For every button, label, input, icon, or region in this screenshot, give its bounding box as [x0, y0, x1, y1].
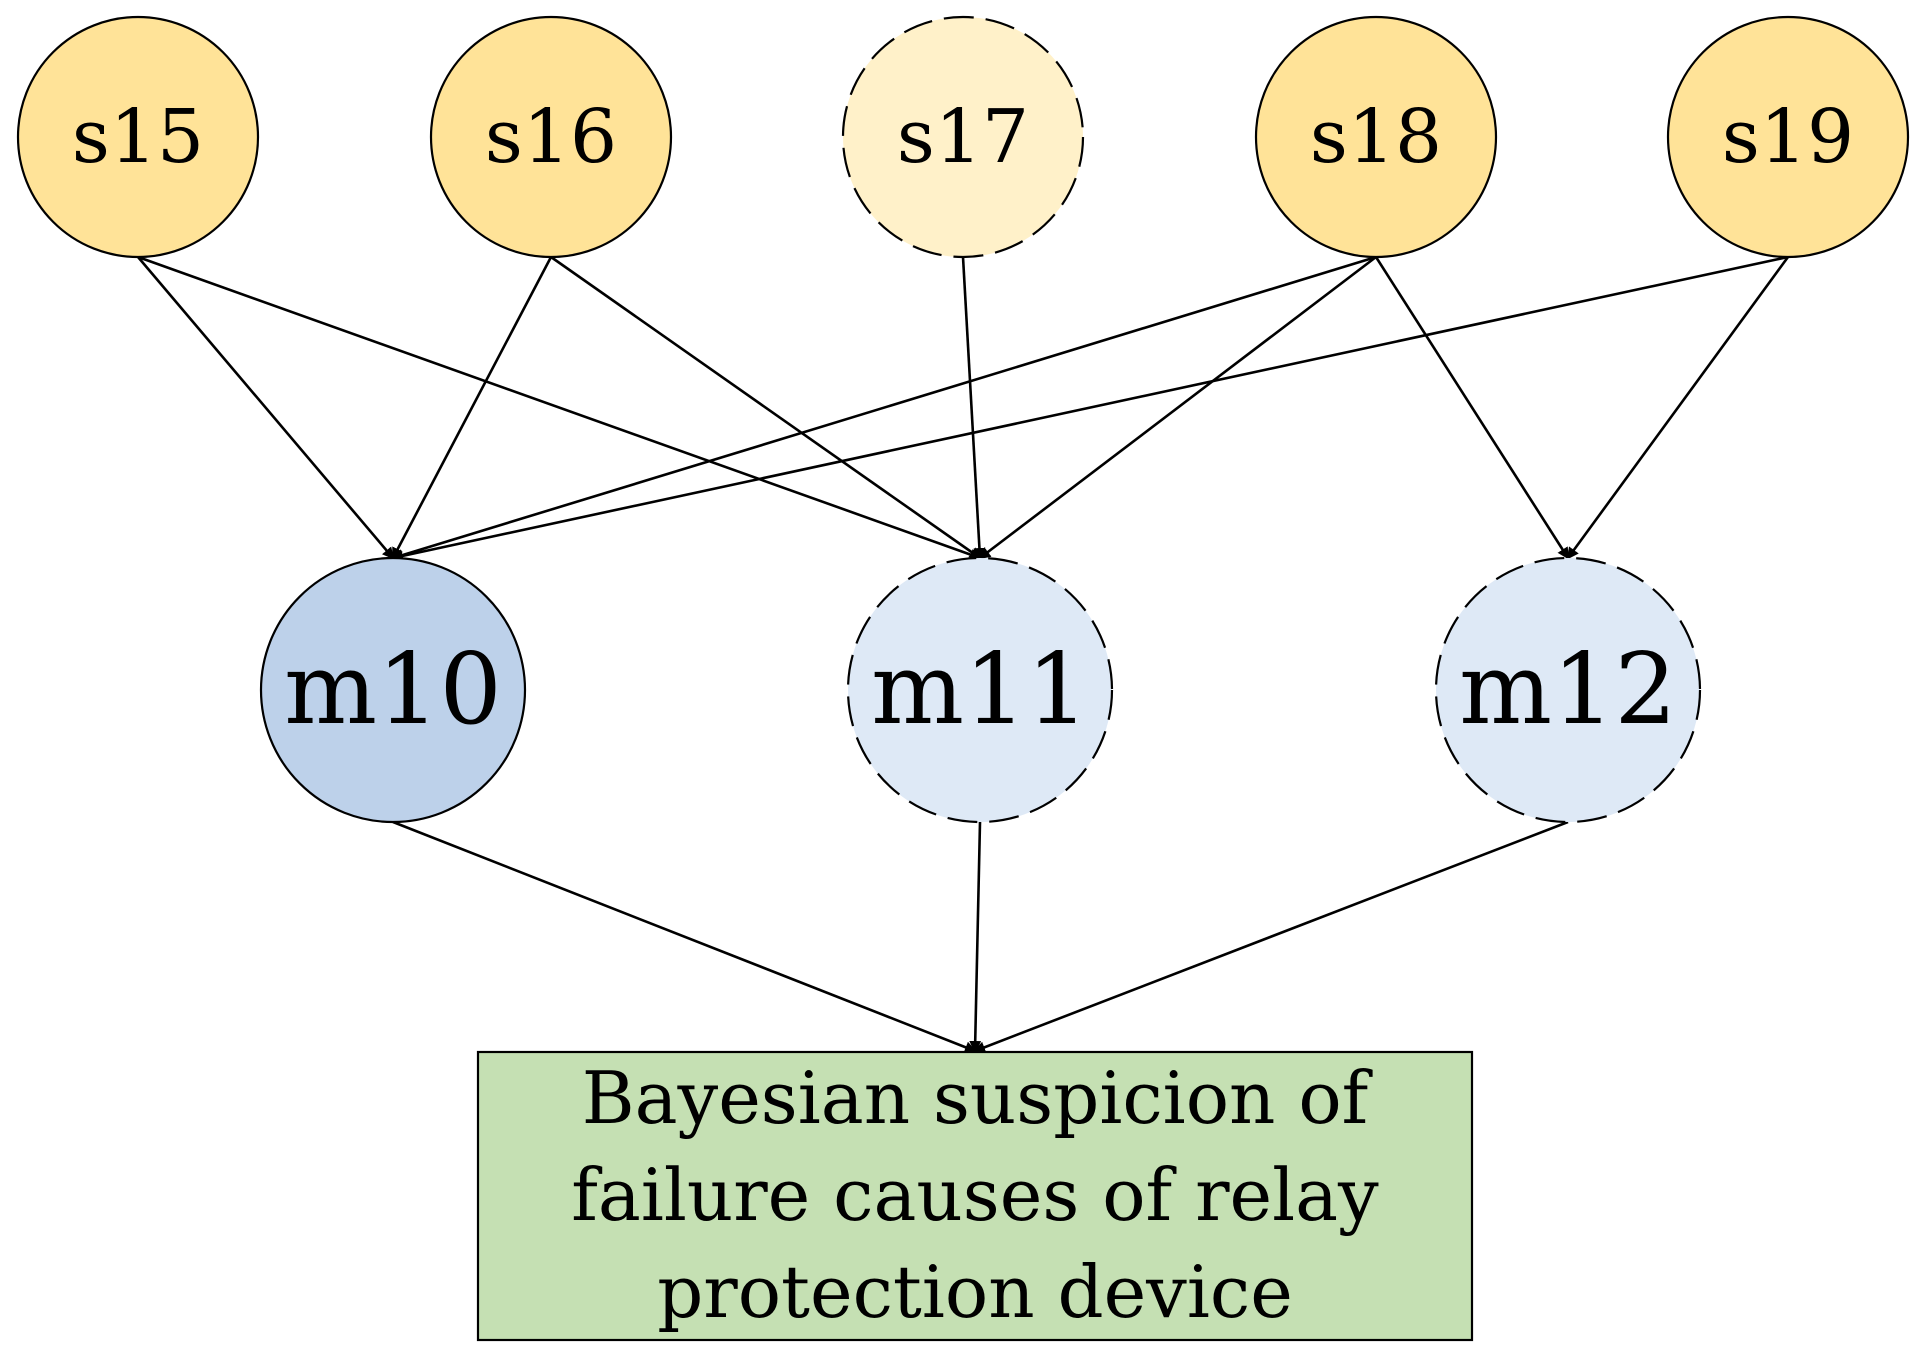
edges-layer [137, 255, 1790, 1053]
node-s17: s17 [841, 15, 1085, 259]
edge-s15-to-m10 [137, 256, 395, 560]
node-m10-label: m10 [284, 633, 502, 747]
node-s18-circle [1254, 15, 1498, 259]
node-s15-circle [16, 15, 260, 259]
edge-s19-to-m10 [391, 255, 1789, 562]
node-m12-circle [1434, 556, 1702, 824]
node-s17-label: s17 [897, 94, 1029, 180]
node-s19-label: s19 [1722, 94, 1854, 180]
node-s17-circle [841, 15, 1085, 259]
node-s18: s18 [1254, 15, 1498, 259]
node-s15-label: s15 [72, 94, 204, 180]
edge-m11-to-target [969, 821, 982, 1053]
node-m11-circle [846, 556, 1114, 824]
node-m10-circle [259, 556, 527, 824]
target-box-rect [476, 1050, 1474, 1342]
edge-s17-to-m11 [961, 256, 986, 560]
node-s19: s19 [1666, 15, 1910, 259]
target-box-label-line-1: Bayesian suspicion of [582, 1056, 1373, 1140]
node-m11: m11 [846, 556, 1114, 824]
node-m12: m12 [1434, 556, 1702, 824]
edge-s18-to-m10 [391, 255, 1377, 561]
edge-s18-to-m11 [978, 255, 1377, 560]
edge-s16-to-m11 [550, 255, 982, 560]
node-m12-label: m12 [1459, 633, 1677, 747]
edge-m10-to-target [392, 820, 977, 1053]
edge-s18-to-m12 [1374, 256, 1570, 560]
target-box: Bayesian suspicion of failure causes of r… [476, 1050, 1474, 1342]
edge-s15-to-m11 [137, 255, 982, 561]
node-s16-label: s16 [485, 94, 617, 180]
node-s18-label: s18 [1310, 94, 1442, 180]
node-s16-circle [429, 15, 673, 259]
edge-s19-to-m12 [1566, 256, 1790, 560]
target-box-label-line-2: failure causes of relay [571, 1153, 1379, 1237]
node-s15: s15 [16, 15, 260, 259]
edge-s16-to-m10 [391, 256, 553, 560]
edge-m12-to-target [973, 820, 1569, 1053]
node-m10: m10 [259, 556, 527, 824]
node-m11-label: m11 [871, 633, 1089, 747]
node-s19-circle [1666, 15, 1910, 259]
node-s16: s16 [429, 15, 673, 259]
target-box-label-line-3: protection device [657, 1250, 1293, 1334]
